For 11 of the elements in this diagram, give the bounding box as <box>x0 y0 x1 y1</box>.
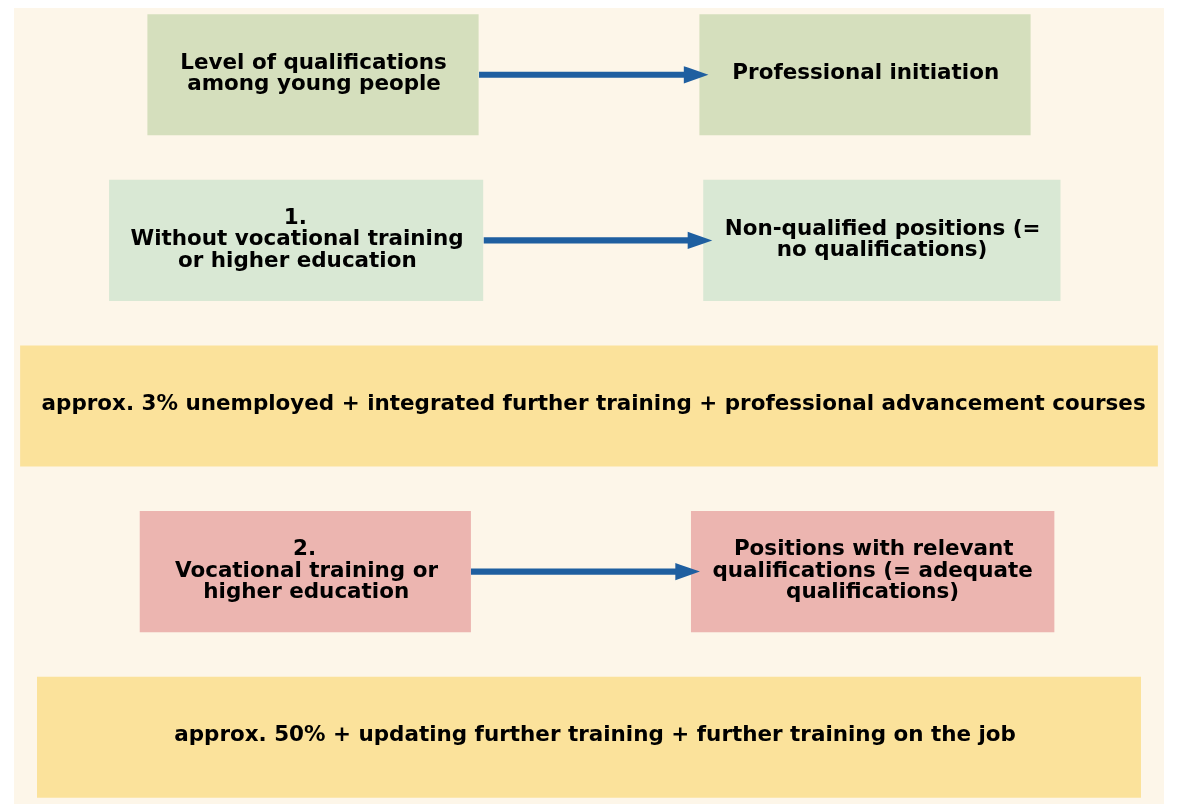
arrow <box>479 66 709 84</box>
node-box: Positions with relevant qualifications (= adequate qualifications) <box>690 511 1055 633</box>
node-box: 1. Without vocational training or higher education <box>109 179 484 301</box>
arrow <box>471 563 700 581</box>
arrow <box>483 231 713 249</box>
node-box: Professional initiation <box>699 14 1031 136</box>
node-box: approx. 3% unemployed + integrated further training + professional advancement courses <box>20 345 1158 467</box>
node-box: Level of qualifications among young people <box>147 14 479 136</box>
node-box: approx. 50% + updating further training + further training on the job <box>37 676 1141 798</box>
node-box: 2. Vocational training or higher education <box>139 511 471 633</box>
node-box: Non-qualified positions (= no qualifications) <box>703 179 1061 301</box>
